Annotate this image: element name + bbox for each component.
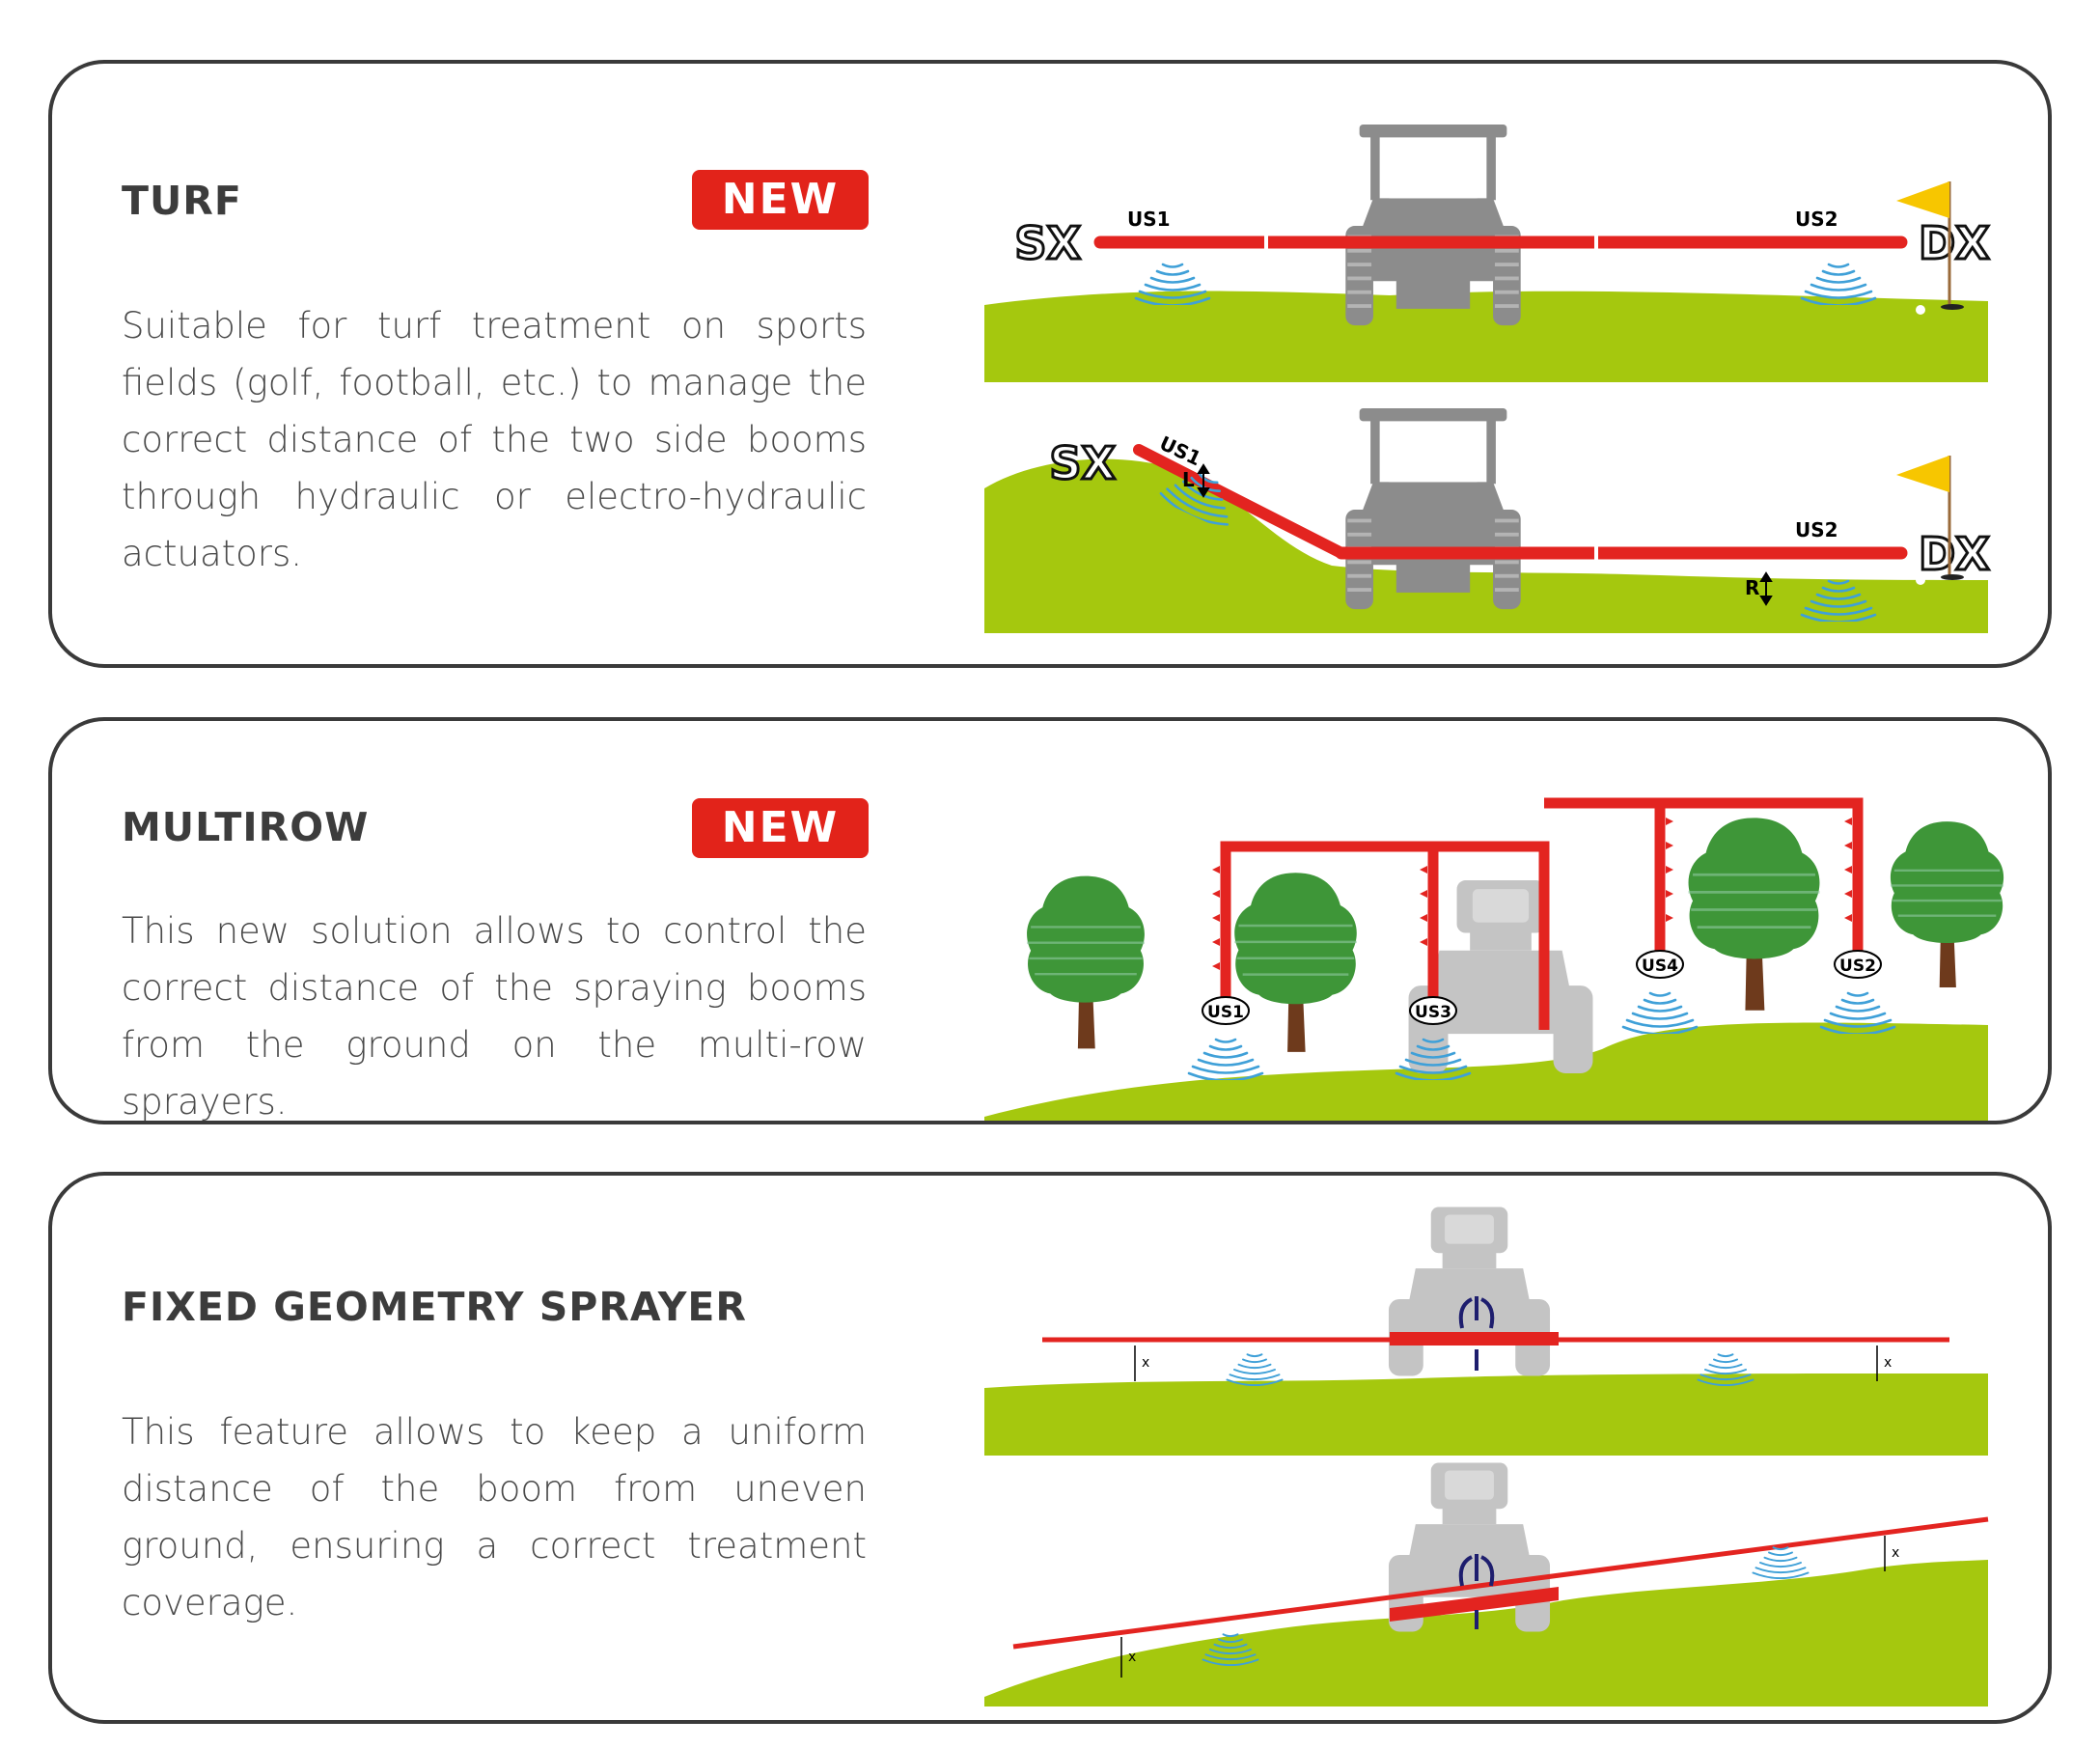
boom <box>1012 1516 1989 1650</box>
sensor-label: US2 <box>1839 957 1876 976</box>
tree-icon <box>1232 871 1359 1054</box>
distance-label: x <box>1142 1355 1149 1371</box>
distance-arrow-icon <box>1134 1346 1878 1381</box>
tractor-icon <box>1343 406 1523 612</box>
sensor-wave-icon <box>1226 1353 1284 1386</box>
tractor-icon <box>1343 123 1523 328</box>
sensor-badge: US3 <box>1409 996 1457 1025</box>
sensor-label: US4 <box>1642 957 1678 976</box>
boom-frame <box>1220 797 1864 1030</box>
tree-icon <box>1889 819 2005 989</box>
sensor-label: US1 <box>1127 208 1171 231</box>
side-label: SX <box>1014 217 1081 269</box>
boom-left-raised <box>1133 444 1347 559</box>
distance-label: x <box>1892 1545 1899 1561</box>
distance-label: R <box>1745 576 1759 599</box>
side-label: DX <box>1919 217 1990 269</box>
section-title: TURF <box>122 178 242 224</box>
section-description: This new solution allows to control the … <box>122 910 867 1123</box>
distance-label: x <box>1128 1650 1136 1665</box>
distance-arrow-icon <box>1197 463 1210 498</box>
distance-label: L <box>1182 468 1195 491</box>
sensor-wave-icon <box>1187 1038 1264 1080</box>
fixed-geometry-illustration: x x x x <box>984 1207 1989 1706</box>
section-title: MULTIROW <box>122 804 370 850</box>
turf-illustration: US1 US2 SX DX US1 US2 L R SX DX <box>984 123 1991 633</box>
side-label: DX <box>1919 528 1990 580</box>
ground <box>984 1373 1988 1456</box>
golf-ball <box>1916 305 1925 315</box>
sensor-badge: US1 <box>1202 996 1250 1025</box>
golf-ball <box>1916 575 1925 585</box>
multirow-panel: MULTIROW NEW This new solution allows to… <box>48 717 2052 1124</box>
section-description: This feature allows to keep a uniform di… <box>122 1411 867 1623</box>
new-badge: NEW <box>692 798 869 858</box>
turf-panel: TURF NEW Suitable for turf treatment on … <box>48 60 2052 668</box>
tree-icon <box>1025 874 1147 1050</box>
flag-icon <box>1896 181 1949 218</box>
tractor-icon <box>1388 1207 1551 1376</box>
sensor-badge: US4 <box>1636 950 1684 979</box>
ground <box>984 1560 1988 1706</box>
pivot-arrows-icon <box>1458 1296 1495 1371</box>
tree-icon <box>1686 816 1822 1013</box>
sensor-wave-icon <box>1752 1546 1810 1579</box>
ground <box>984 291 1988 382</box>
section-title: FIXED GEOMETRY SPRAYER <box>122 1284 747 1330</box>
ground <box>984 1022 1988 1121</box>
flag-icon <box>1896 456 1949 492</box>
sensor-label: US1 <box>1207 1003 1244 1022</box>
fixed-geometry-panel: FIXED GEOMETRY SPRAYER This feature allo… <box>48 1172 2052 1724</box>
boom-center <box>1390 1587 1559 1622</box>
distance-arrow-icon <box>1759 571 1773 606</box>
sensor-label: US3 <box>1415 1003 1451 1022</box>
sensor-label: US2 <box>1795 208 1838 231</box>
distance-arrow-icon <box>1120 1536 1886 1678</box>
pivot-arrows-icon <box>1458 1554 1495 1629</box>
section-description: Suitable for turf treatment on sports fi… <box>122 305 867 574</box>
new-badge: NEW <box>692 170 869 230</box>
multirow-illustration: US1 US3 US4 US2 <box>984 797 2005 1121</box>
sensor-badge: US2 <box>1834 950 1882 979</box>
distance-label: x <box>1884 1355 1892 1371</box>
side-label: SX <box>1049 437 1116 489</box>
sensor-label: US2 <box>1795 518 1838 541</box>
boom-center <box>1390 1332 1559 1346</box>
nozzle-row <box>1212 818 1852 970</box>
